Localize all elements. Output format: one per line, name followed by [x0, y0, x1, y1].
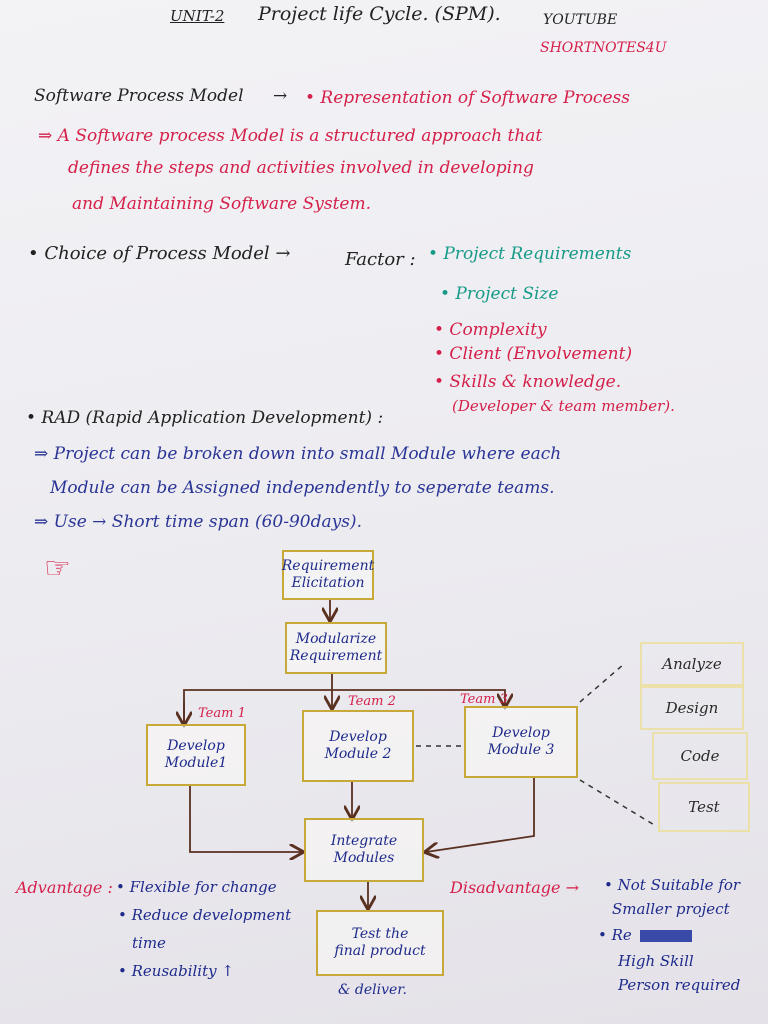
youtube-label: YOUTUBE [543, 12, 618, 28]
develop-module-2-box: Develop Module 2 [302, 710, 414, 782]
spm-arrow: → [273, 86, 288, 106]
unit-label: UNIT-2 [170, 7, 225, 25]
phase-design: Design [640, 686, 744, 730]
rad-label: • RAD (Rapid Application Development) : [26, 408, 384, 428]
team-3-label: Team 3 [460, 692, 508, 707]
phase-code: Code [652, 732, 748, 780]
integrate-modules-box: Integrate Modules [304, 818, 424, 882]
advantage-item-2: • Reduce development [118, 906, 292, 924]
rad-line-2: Module can be Assigned independently to … [50, 478, 555, 498]
factor-item-1: • Project Requirements [428, 244, 632, 264]
develop-module-3-box: Develop Module 3 [464, 706, 578, 778]
dashed-link-to-test [579, 779, 657, 827]
disadvantage-item-2-cont: High Skill [618, 952, 694, 970]
spm-line-1: ⇒ A Software process Model is a structur… [38, 126, 543, 146]
disadvantage-item-1-cont: Smaller project [612, 900, 730, 918]
advantage-label: Advantage : [16, 878, 113, 897]
deliver-label: & deliver. [338, 982, 407, 998]
advantage-item-3: • Reusability ↑ [118, 962, 234, 980]
channel-name: SHORTNOTES4U [540, 40, 667, 56]
team-2-label: Team 2 [348, 694, 396, 709]
dashed-link-to-analyze [579, 663, 625, 703]
spm-line-2: defines the steps and activities involve… [68, 158, 534, 178]
advantage-item-2-cont: time [132, 934, 166, 952]
spm-definition-short: • Representation of Software Process [305, 88, 630, 108]
factor-item-5: • Skills & knowledge. [434, 372, 622, 392]
advantage-item-1: • Flexible for change [116, 878, 277, 896]
arrow-module1-to-integrate [189, 786, 302, 852]
spm-label: Software Process Model [34, 86, 244, 106]
scribbled-out-text [640, 930, 692, 942]
spm-line-3: and Maintaining Software System. [72, 194, 371, 214]
rad-line-3: ⇒ Use → Short time span (60-90days). [34, 512, 362, 532]
develop-module-1-box: Develop Module1 [146, 724, 246, 786]
rad-line-1: ⇒ Project can be broken down into small … [34, 444, 562, 464]
arrow-module3-to-integrate [426, 778, 535, 852]
disadvantage-item-2-cont-2: Person required [618, 976, 741, 994]
team-1-label: Team 1 [198, 706, 246, 721]
choice-label: • Choice of Process Model → [28, 243, 291, 264]
disadvantage-label: Disadvantage → [450, 878, 579, 897]
phase-test: Test [658, 782, 750, 832]
requirement-elicitation-box: Requirement Elicitation [282, 550, 374, 600]
phase-analyze: Analyze [640, 642, 744, 686]
factor-item-2: • Project Size [440, 284, 559, 304]
factor-item-5-note: (Developer & team member). [452, 397, 675, 415]
factor-item-3: • Complexity [434, 320, 547, 340]
factor-item-4: • Client (Envolvement) [434, 344, 633, 364]
disadvantage-item-1: • Not Suitable for [604, 876, 741, 894]
factor-label: Factor : [345, 249, 416, 270]
disadvantage-item-2: • Re [598, 926, 632, 944]
page-title: Project life Cycle. (SPM). [258, 3, 501, 25]
test-final-product-box: Test the final product [316, 910, 444, 976]
pointing-hand-icon: ☞ [44, 551, 71, 586]
modularize-requirement-box: Modularize Requirement [285, 622, 387, 674]
